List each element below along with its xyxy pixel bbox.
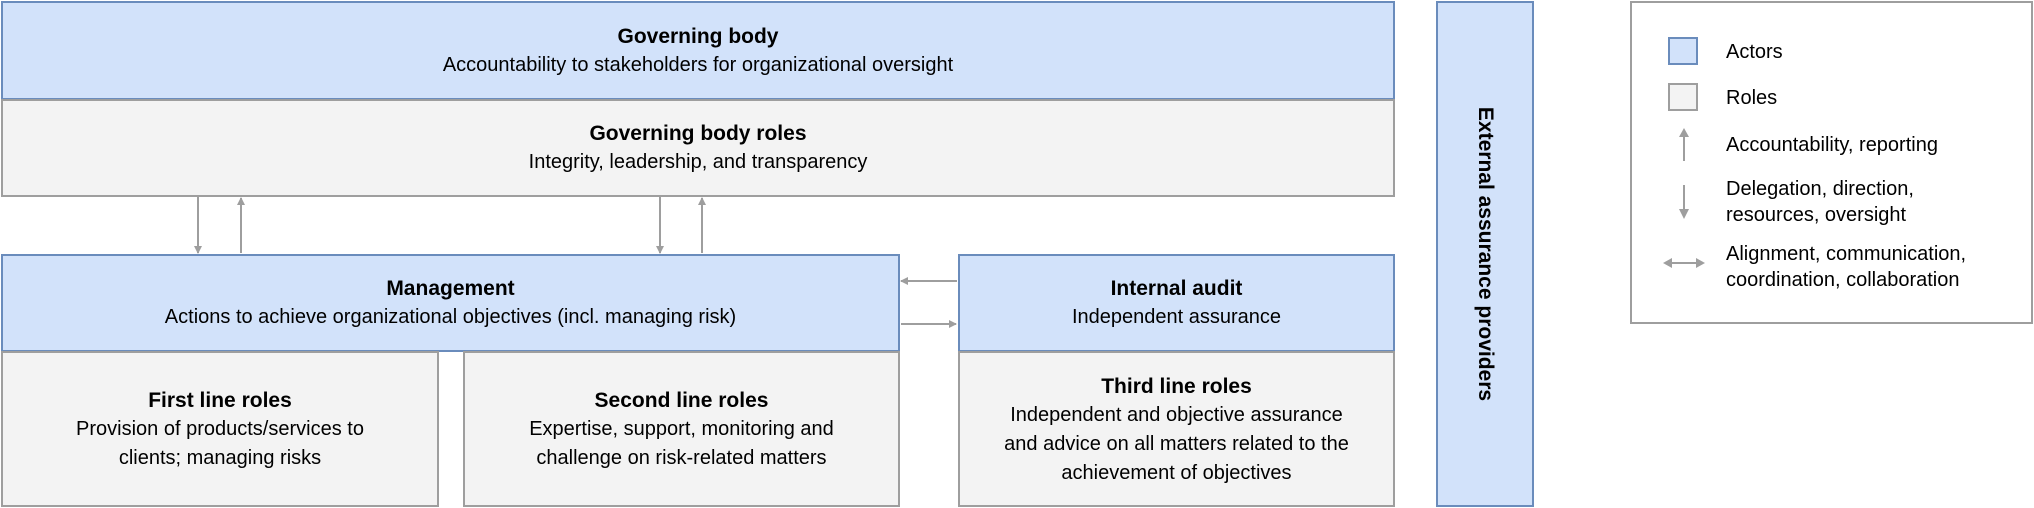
governing-body-roles-title: Governing body roles <box>589 122 807 145</box>
legend-actors-label: Actors <box>1726 41 1783 63</box>
governing-body-roles-box: Governing body roles Integrity, leadersh… <box>1 99 1395 197</box>
external-assurance-box: External assurance providers <box>1436 1 1534 507</box>
first-line-roles-box: First line roles Provision of products/s… <box>1 351 439 507</box>
governing-body-roles-desc: Integrity, leadership, and transparency <box>528 151 868 173</box>
legend-delegation-label-1: Delegation, direction, <box>1726 178 1914 200</box>
third-line-title: Third line roles <box>1101 375 1252 398</box>
governing-body-desc: Accountability to stakeholders for organ… <box>442 53 954 76</box>
second-line-roles-box: Second line roles Expertise, support, mo… <box>463 351 900 507</box>
governing-body-box: Governing body Accountability to stakeho… <box>1 1 1395 100</box>
management-box: Management Actions to achieve organizati… <box>1 254 900 352</box>
double-arrow-icon <box>1663 258 1705 268</box>
third-line-desc-3: achievement of objectives <box>1061 462 1292 484</box>
third-line-desc-1: Independent and objective assurance <box>1010 404 1343 426</box>
down-arrow-icon <box>1679 185 1689 219</box>
first-line-desc-2: clients; managing risks <box>118 447 322 469</box>
second-line-desc-1: Expertise, support, monitoring and <box>529 418 834 440</box>
second-line-desc-2: challenge on risk-related matters <box>536 447 827 469</box>
governing-body-title: Governing body <box>617 24 779 48</box>
internal-audit-title: Internal audit <box>1110 277 1243 300</box>
legend-accountability-label: Accountability, reporting <box>1726 134 1938 156</box>
first-line-title: First line roles <box>148 389 292 412</box>
legend-roles-swatch <box>1668 83 1698 111</box>
management-title: Management <box>386 277 515 300</box>
legend-delegation-label-2: resources, oversight <box>1726 204 1907 226</box>
second-line-title: Second line roles <box>594 389 769 412</box>
legend-alignment-label-1: Alignment, communication, <box>1726 243 1967 265</box>
legend-roles-label: Roles <box>1726 87 1778 109</box>
legend-actors-swatch <box>1668 37 1698 65</box>
first-line-desc-1: Provision of products/services to <box>76 418 364 440</box>
management-desc: Actions to achieve organizational object… <box>164 306 737 328</box>
up-arrow-icon <box>1679 128 1689 161</box>
legend-alignment-label-2: coordination, collaboration <box>1726 269 1960 291</box>
third-line-desc-2: and advice on all matters related to the <box>1004 433 1349 455</box>
internal-audit-desc: Independent assurance <box>1071 306 1282 328</box>
external-assurance-label: External assurance providers <box>1474 106 1497 402</box>
legend: Actors Roles Accountability, reporting D… <box>1630 1 2033 324</box>
internal-audit-box: Internal audit Independent assurance <box>958 254 1395 352</box>
third-line-roles-box: Third line roles Independent and objecti… <box>958 351 1395 507</box>
